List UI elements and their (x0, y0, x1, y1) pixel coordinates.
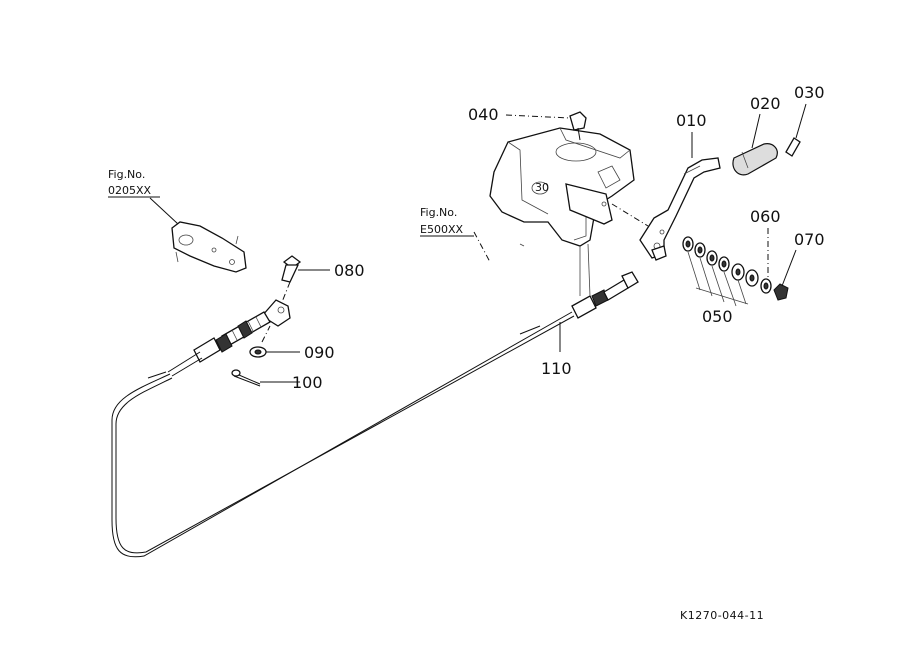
ref1-title: Fig.No. (108, 168, 145, 181)
washer-090 (249, 325, 271, 358)
clevis-pin-080 (281, 255, 302, 303)
left-bracket (171, 221, 247, 273)
washer-060 (760, 278, 772, 294)
callout-040: 040 (468, 105, 499, 124)
ref2-number: E500XX (420, 223, 463, 236)
bolt-040 (569, 111, 587, 141)
leader-070 (781, 249, 797, 287)
leader-020 (751, 113, 761, 149)
figure-ref-0205XX: Fig.No. 0205XX (108, 168, 160, 198)
callout-020: 020 (750, 94, 781, 113)
ref1-number: 0205XX (108, 184, 152, 197)
ref2-title: Fig.No. (420, 206, 457, 219)
drawing-code: K1270-044-11 (680, 609, 764, 622)
lever-010 (639, 157, 721, 261)
svg-text:30: 30 (535, 181, 549, 194)
callout-010: 010 (676, 111, 707, 130)
callout-060: 060 (750, 207, 781, 226)
leader-030 (795, 103, 807, 139)
main-bracket: 30 (489, 127, 649, 297)
pin-030 (785, 137, 801, 157)
left-cable-end (167, 299, 291, 377)
callout-090: 090 (304, 343, 335, 362)
control-cable-110 (111, 271, 639, 558)
callout-030: 030 (794, 83, 825, 102)
ref2-leader (473, 231, 491, 263)
knob-020 (732, 143, 778, 176)
figure-ref-E500XX: Fig.No. E500XX (420, 206, 474, 237)
ref1-leader (149, 197, 179, 225)
leader-040 (505, 114, 571, 119)
callout-050: 050 (702, 307, 733, 326)
cotter-pin-100 (231, 369, 261, 387)
callout-110: 110 (541, 359, 572, 378)
callout-070: 070 (794, 230, 825, 249)
callout-080: 080 (334, 261, 365, 280)
nut-070 (773, 283, 789, 301)
callout-100: 100 (292, 373, 323, 392)
washer-set-050 (682, 236, 759, 307)
